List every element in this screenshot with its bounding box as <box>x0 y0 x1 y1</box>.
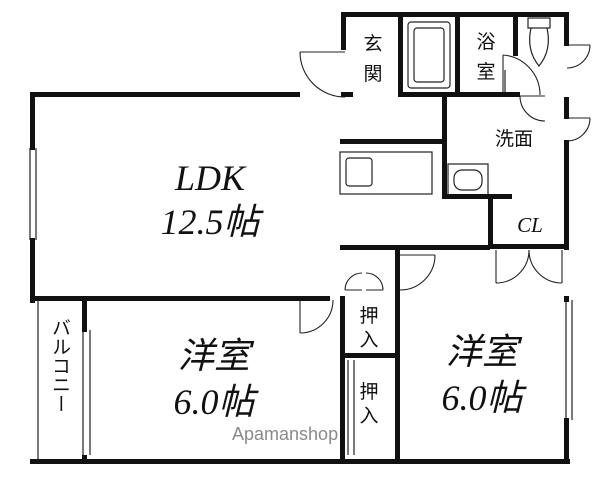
oshiire2-label-1: 押 <box>359 381 378 403</box>
fixtures <box>29 17 573 462</box>
room1-size: 6.0帖 <box>173 382 259 422</box>
bath-label-1: 浴 <box>476 31 495 53</box>
washroom-label: 洗面 <box>495 128 533 150</box>
room2-size: 6.0帖 <box>441 378 527 418</box>
oshiire2-label-2: 入 <box>359 405 378 427</box>
room-labels: LDK 12.5帖 洋室 6.0帖 洋室 6.0帖 玄 関 浴 室 洗面 CL … <box>49 31 543 444</box>
kitchen-counter-fixture <box>339 151 433 195</box>
oshiire1-label-2: 入 <box>359 329 378 351</box>
balcony-label: バルコニー <box>49 318 71 413</box>
washbasin-fixture <box>447 163 489 197</box>
oshiire1-label-1: 押 <box>359 305 378 327</box>
bathtub-fixture <box>407 21 451 89</box>
room2-name: 洋室 <box>446 332 523 372</box>
ldk-name: LDK <box>174 158 247 198</box>
entrance-label-2: 関 <box>363 63 382 85</box>
toilet-fixture <box>527 17 551 67</box>
bath-label-2: 室 <box>476 61 495 83</box>
watermark: Apamanshop <box>232 424 338 444</box>
closet-label: CL <box>517 213 543 237</box>
room1-name: 洋室 <box>178 336 255 376</box>
ldk-size: 12.5帖 <box>160 202 264 242</box>
door-swings <box>299 44 591 334</box>
entrance-label-1: 玄 <box>363 33 382 55</box>
walls <box>30 12 570 464</box>
